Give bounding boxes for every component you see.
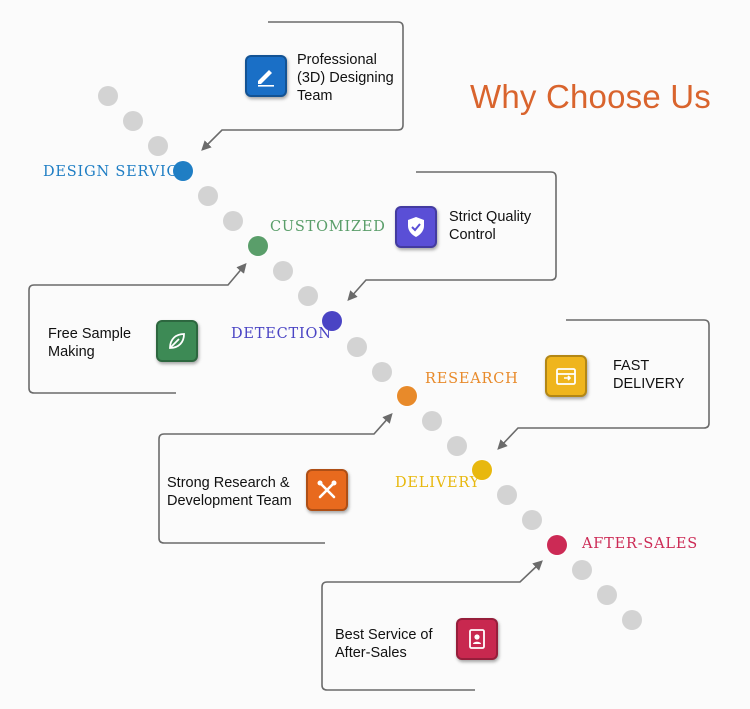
path-dot [298,286,318,306]
card-border-sample [28,262,247,394]
stage-label-detection: DETECTION [231,326,332,342]
card-line: Development Team [167,493,292,509]
card-line: Making [48,344,95,360]
card-line: Best Service of [335,627,433,643]
path-dot [123,111,143,131]
path-dot [372,362,392,382]
node-after-sales [547,535,567,555]
node-detection [322,311,342,331]
card-border-research [158,413,393,544]
path-dot [223,211,243,231]
path-dot [148,136,168,156]
card-text-delivery: FAST DELIVERY [613,357,684,393]
stage-label-after-sales: AFTER-SALES [582,536,698,552]
stage-label-customized: CUSTOMIZED [270,219,386,235]
card-line: Strict Quality [449,209,532,225]
path-dot [198,186,218,206]
stage-label-delivery: DELIVERY [395,475,481,491]
path-dot [572,560,592,580]
stage-label-design-service: DESIGN SERVICE [43,164,190,180]
badge-icon [456,618,498,660]
card-line: Professional [297,52,377,68]
delivery-box-icon [545,355,587,397]
card-line: Strong Research & [167,475,290,491]
card-line: After-Sales [335,645,407,661]
card-text-designing: Professional (3D) Designing Team [297,51,394,105]
card-text-after-sales: Best Service of After-Sales [335,626,433,662]
shield-check-icon [395,206,437,248]
card-line: Team [297,88,333,104]
path-dot [447,436,467,456]
stage-label-research: RESEARCH [425,371,519,387]
path-dot [98,86,118,106]
card-border-aftersales [321,560,543,691]
card-text-sample: Free Sample Making [48,325,131,361]
card-border-delivery [497,319,710,450]
card-line: (3D) Designing [297,70,394,86]
path-dot [273,261,293,281]
path-dot [347,337,367,357]
card-line: Free Sample [48,326,132,342]
leaf-icon [156,320,198,362]
path-dot [522,510,542,530]
card-text-quality: Strict Quality Control [449,208,531,244]
node-research [397,386,417,406]
path-dot [622,610,642,630]
card-line: FAST [613,358,650,374]
tools-icon [306,469,348,511]
path-dot [497,485,517,505]
card-line: Control [449,227,496,243]
card-text-research: Strong Research & Development Team [167,474,292,510]
card-border-design [201,21,404,151]
node-customized [248,236,268,256]
page-title: Why Choose Us [470,78,712,115]
card-line: DELIVERY [613,376,685,392]
node-delivery [472,460,492,480]
node-design-service [173,161,193,181]
pencil-icon [245,55,287,97]
path-dot [422,411,442,431]
card-border-quality [347,171,557,301]
path-dot [597,585,617,605]
